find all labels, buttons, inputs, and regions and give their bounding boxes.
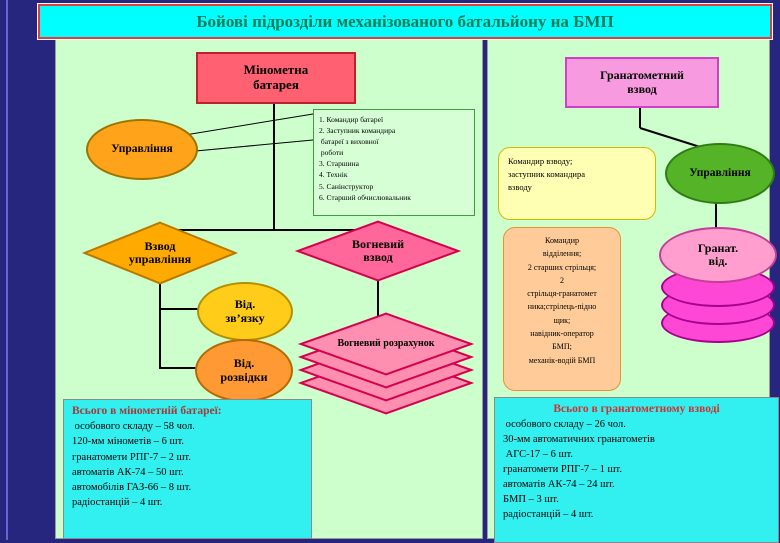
callout-line [184,113,314,136]
platoon-summary-body: особового складу – 26 чол. 30-мм автомат… [503,419,655,520]
slide-title-bar: Бойові підрозділи механізованого батальй… [37,3,773,40]
platoon-summary-title: Всього в гранатометному взводі [553,403,720,415]
fire-platoon-label: Вогневий взвод [351,236,404,264]
squad-composition-note: Командир відділення; 2 старших стрільця;… [503,227,621,391]
control-platoon-label: Взвод управління [128,238,192,266]
fire-platoon-diamond: Вогневий взвод [296,221,460,281]
control-platoon-diamond: Взвод управління [83,222,237,284]
diamond-shape [296,221,460,281]
battery-staff-list: 1. Командир батареї 2. Заступник команди… [313,109,475,216]
battery-summary-body: особового складу – 58 чол. 120-мм міноме… [72,421,195,509]
diamond-shape [83,222,237,284]
left-accent-line [6,0,8,540]
platoon-upravlinnia-label: Управління [689,167,751,180]
fire-crew-stack: Вогневий розрахунок [299,313,473,417]
signal-squad-ellipse: Від. зв’язку [197,282,293,341]
callout-line [184,139,314,153]
slide-title: Бойові підрозділи механізованого батальй… [196,11,614,31]
grenade-squad-stack: Гранат. від. [659,227,777,343]
mortar-battery-label: Мінометна батарея [243,62,309,92]
grenade-squad-label: Гранат. від. [697,241,739,268]
battery-upravlinnia-label: Управління [111,143,173,156]
platoon-commander-note: Командир взводу; заступник командира взв… [498,147,656,220]
battery-upravlinnia-ellipse: Управління [86,119,198,180]
fire-crew-label: Вогневий розрахунок [337,338,435,350]
mortar-battery-box: Мінометна батарея [196,52,356,104]
stacked-diamond [299,313,473,375]
platoon-summary-box: Всього в гранатометному взводі особового… [494,397,779,543]
battery-summary-title: Всього в мінометній батареї: [72,405,222,417]
platoon-upravlinnia-ellipse: Управління [665,143,775,204]
grenade-platoon-label: Гранатометний взвод [600,68,684,96]
grenade-platoon-box: Гранатометний взвод [565,57,719,108]
recon-squad-ellipse: Від. розвідки [195,339,293,402]
recon-squad-label: Від. розвідки [220,356,268,384]
battery-summary-box: Всього в мінометній батареї: особового с… [63,399,312,539]
grenade-squad-ellipse: Гранат. від. [659,227,777,283]
signal-squad-label: Від. зв’язку [225,297,265,325]
